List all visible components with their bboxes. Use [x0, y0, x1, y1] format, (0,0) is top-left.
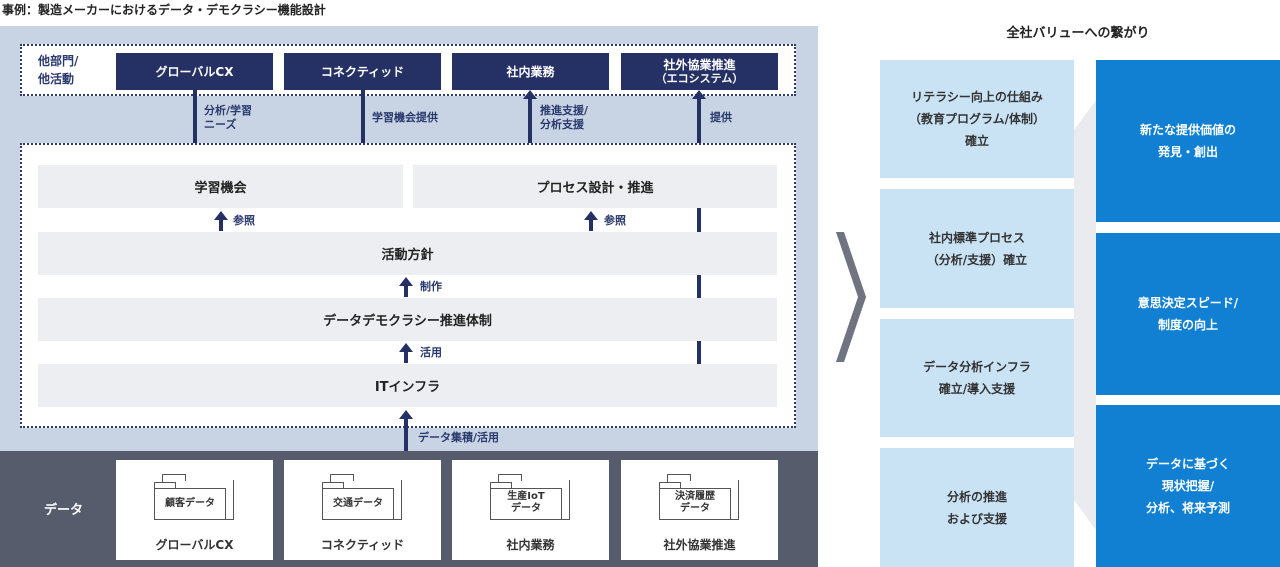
layer-process: プロセス設計・推進 [413, 165, 777, 208]
layer-democracy: データデモクラシー推進体制 [38, 298, 777, 341]
label-reference-2: 参照 [604, 214, 626, 227]
label-make: 制作 [420, 280, 442, 293]
arrow-promotion-shaft [528, 98, 532, 164]
data-arrow-shaft [404, 418, 408, 452]
enabler-analysis-infra: データ分析インフラ 確立/導入支援 [880, 319, 1074, 437]
make-arrow-shaft [404, 285, 408, 297]
layer-learning: 学習機会 [38, 165, 403, 208]
label-learning-provide: 学習機会提供 [372, 111, 438, 124]
data-card-customer[interactable]: 顧客データ グローバルCX [116, 460, 273, 560]
arrow-up-icon [584, 211, 598, 220]
ref-arrow-shaft [219, 219, 223, 231]
arrow-up-icon [399, 410, 413, 419]
chevron-right-icon [836, 232, 866, 362]
data-label: データ [44, 503, 84, 518]
folder-icon: 決済履歴 データ [659, 474, 739, 520]
label-reference-1: 参照 [233, 214, 255, 227]
use-arrow-shaft [404, 351, 408, 363]
label-provide: 提供 [710, 111, 732, 124]
arrow-needs-shaft [193, 90, 197, 154]
label-use: 活用 [420, 346, 442, 359]
data-card-traffic[interactable]: 交通データ コネクティッド [284, 460, 441, 560]
label-data-accumulate: データ集積/活用 [418, 431, 500, 444]
enabler-analysis-promotion: 分析の推進 および支援 [880, 448, 1074, 567]
arrow-up-icon [523, 90, 537, 99]
org-global-cx[interactable]: グローバルCX [116, 53, 273, 90]
folder-icon: 生産IoT データ [490, 474, 570, 520]
enabler-standard-process: 社内標準プロセス （分析/支援）確立 [880, 189, 1074, 308]
arrow-learning-shaft [361, 90, 365, 154]
org-connected[interactable]: コネクティッド [284, 53, 441, 90]
layer-policy: 活動方針 [38, 232, 777, 275]
outcome-new-value: 新たな提供価値の 発見・創出 [1096, 60, 1280, 222]
arrow-provide-shaft [697, 98, 701, 164]
values-title: 全社バリューへの繋がり [1006, 26, 1150, 41]
other-departments-label: 他部門/ 他活動 [38, 54, 79, 86]
data-card-payment-history[interactable]: 決済履歴 データ 社外協業推進 [621, 460, 778, 560]
label-analysis-needs: 分析/学習 ニーズ [204, 104, 253, 131]
org-external-collaboration[interactable]: 社外協業推進 （エコシステム） [621, 53, 778, 90]
arrow-up-icon [214, 211, 228, 220]
provide-vertical-line [697, 208, 701, 366]
arrow-up-icon [692, 90, 706, 99]
outcome-decision-speed: 意思決定スピード/ 制度の向上 [1096, 233, 1280, 395]
folder-icon: 交通データ [322, 474, 402, 520]
arrow-up-icon [399, 343, 413, 352]
outcome-data-driven: データに基づく 現状把握/ 分析、将来予測 [1096, 405, 1280, 567]
folder-icon: 顧客データ [154, 474, 234, 520]
layer-it-infra: ITインフラ [38, 364, 777, 407]
org-internal-operations[interactable]: 社内業務 [452, 53, 609, 90]
ref-arrow-shaft [589, 219, 593, 231]
page-title: 事例：製造メーカーにおけるデータ・デモクラシー機能設計 [2, 3, 326, 17]
enabler-literacy: リテラシー向上の仕組み （教育プログラム/体制） 確立 [880, 60, 1074, 178]
data-card-production-iot[interactable]: 生産IoT データ 社内業務 [452, 460, 609, 560]
label-promotion-support: 推進支援/ 分析支援 [540, 104, 589, 131]
arrow-up-icon [399, 277, 413, 286]
connector-shape [1074, 100, 1096, 530]
